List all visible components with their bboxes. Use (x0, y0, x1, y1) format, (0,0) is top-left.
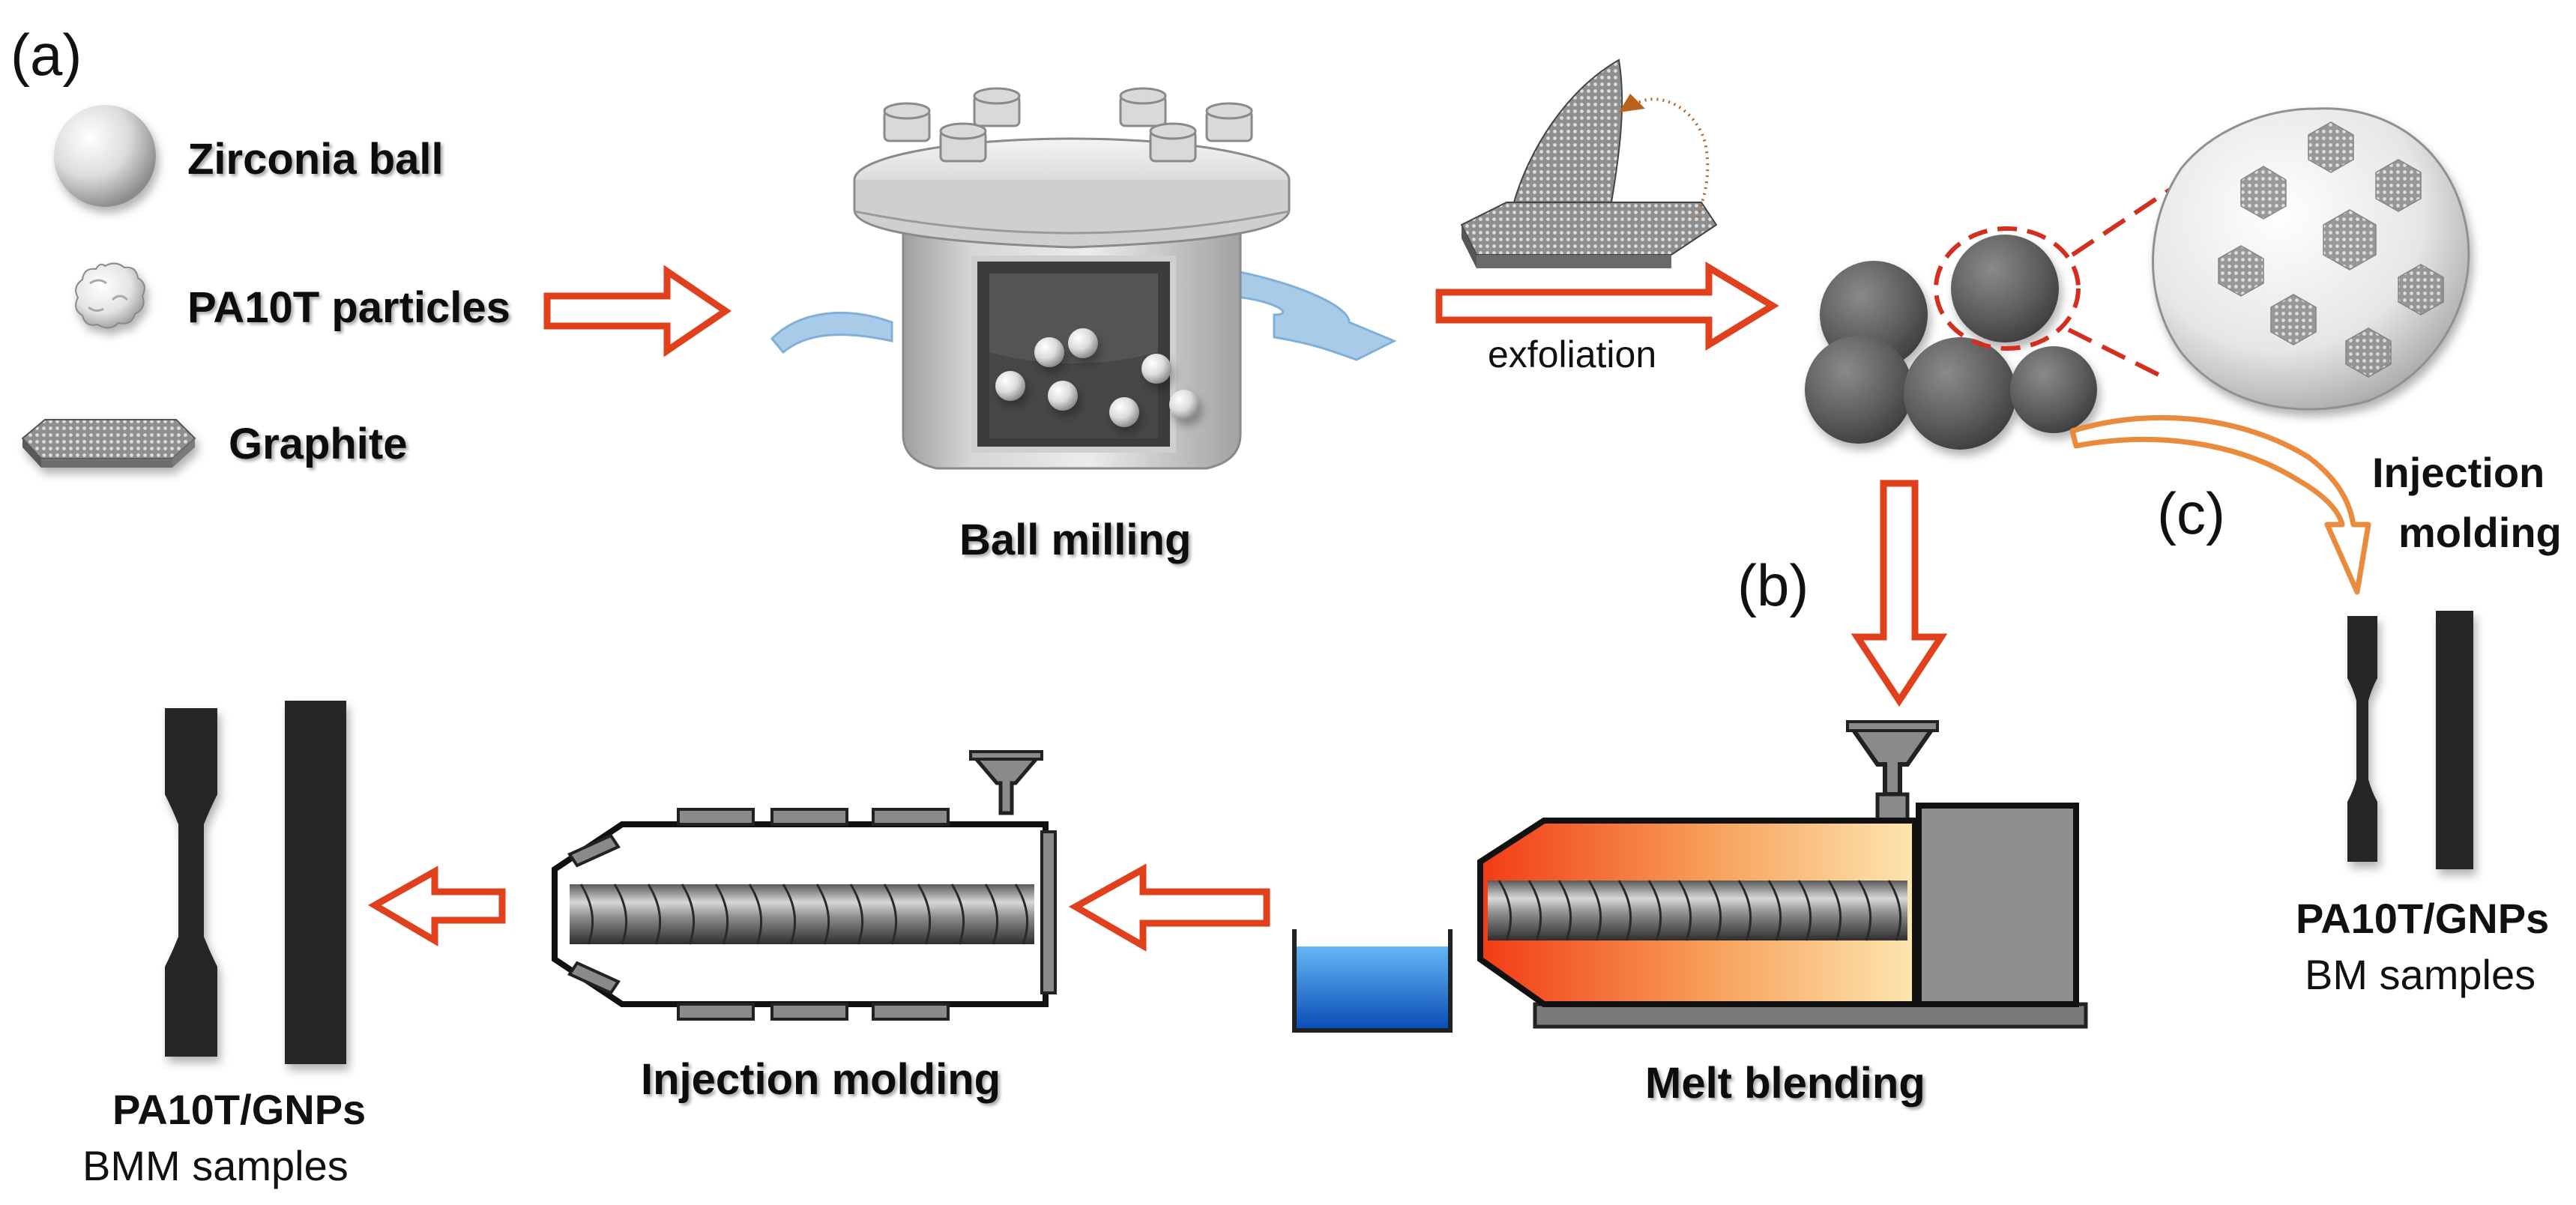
peel-arrow-icon (1619, 94, 1645, 112)
panel-label-a: (a) (10, 22, 82, 88)
bmm-bar-specimen (285, 701, 346, 1064)
panel-label-b: (b) (1737, 552, 1809, 618)
legend-label-graphite: Graphite (229, 420, 408, 468)
arrow-to-injection-molding (1068, 863, 1270, 952)
zoom-line-bottom (2067, 327, 2160, 377)
arrow-to-ball-milling (543, 265, 732, 357)
bmm-dogbone-specimen (165, 708, 217, 1057)
rotation-arrow-left-icon (770, 311, 893, 354)
bmm-specimens (165, 701, 346, 1064)
legend-label-pa10t-particles: PA10T particles (187, 283, 510, 332)
ball-mill-jar (770, 87, 1397, 470)
bm-product-title: PA10T/GNPs (2296, 895, 2549, 942)
extruder-hopper-icon (1847, 725, 1938, 797)
bm-bar-specimen (2436, 611, 2473, 869)
bm-dogbone-specimen (2347, 616, 2377, 862)
bmm-product-subtitle: BMM samples (82, 1142, 349, 1189)
arrow-to-melt-blending (1850, 480, 1948, 707)
graphite-sheet-icon (21, 419, 196, 468)
label-injection-molding: Injection molding (641, 1055, 1001, 1104)
arrow-direct-injection-molding (2069, 414, 2371, 595)
graphene-sheets (1460, 58, 1718, 268)
bm-product-subtitle: BM samples (2305, 951, 2536, 998)
arrow-to-bmm-samples (367, 866, 506, 946)
injection-hopper-icon (970, 755, 1043, 815)
coated-particle-cluster (1805, 235, 2097, 450)
label-injection-direct-line1: Injection (2372, 449, 2545, 496)
label-injection-direct-line2: molding (2398, 509, 2562, 556)
rotation-arrow-right-icon (1228, 268, 1397, 361)
injection-molding-machine (552, 750, 1057, 1021)
extruder-motor-box (1916, 803, 2079, 1007)
milling-balls (995, 328, 1199, 427)
legend: Zirconia ball PA10T particles Graphite (21, 105, 510, 468)
label-exfoliation: exfoliation (1488, 333, 1656, 375)
zirconia-ball-icon (54, 105, 156, 207)
bmm-product-title: PA10T/GNPs (112, 1086, 366, 1133)
zoom-highlight-circle (1934, 226, 2081, 351)
extruder-screw-icon (1488, 880, 1907, 941)
zoomed-coated-particle (2152, 107, 2470, 411)
melt-blending-extruder (1477, 720, 2088, 1029)
label-ball-milling: Ball milling (959, 516, 1191, 564)
injection-screw-icon (570, 884, 1034, 945)
water-bath (1292, 929, 1453, 1033)
pa10t-particle-icon (75, 262, 145, 329)
panel-label-c: (c) (2157, 480, 2225, 546)
arrow-exfoliation (1435, 262, 1779, 351)
label-melt-blending: Melt blending (1645, 1059, 1925, 1108)
legend-label-zirconia-ball: Zirconia ball (187, 135, 444, 184)
bm-specimens (2347, 611, 2473, 869)
